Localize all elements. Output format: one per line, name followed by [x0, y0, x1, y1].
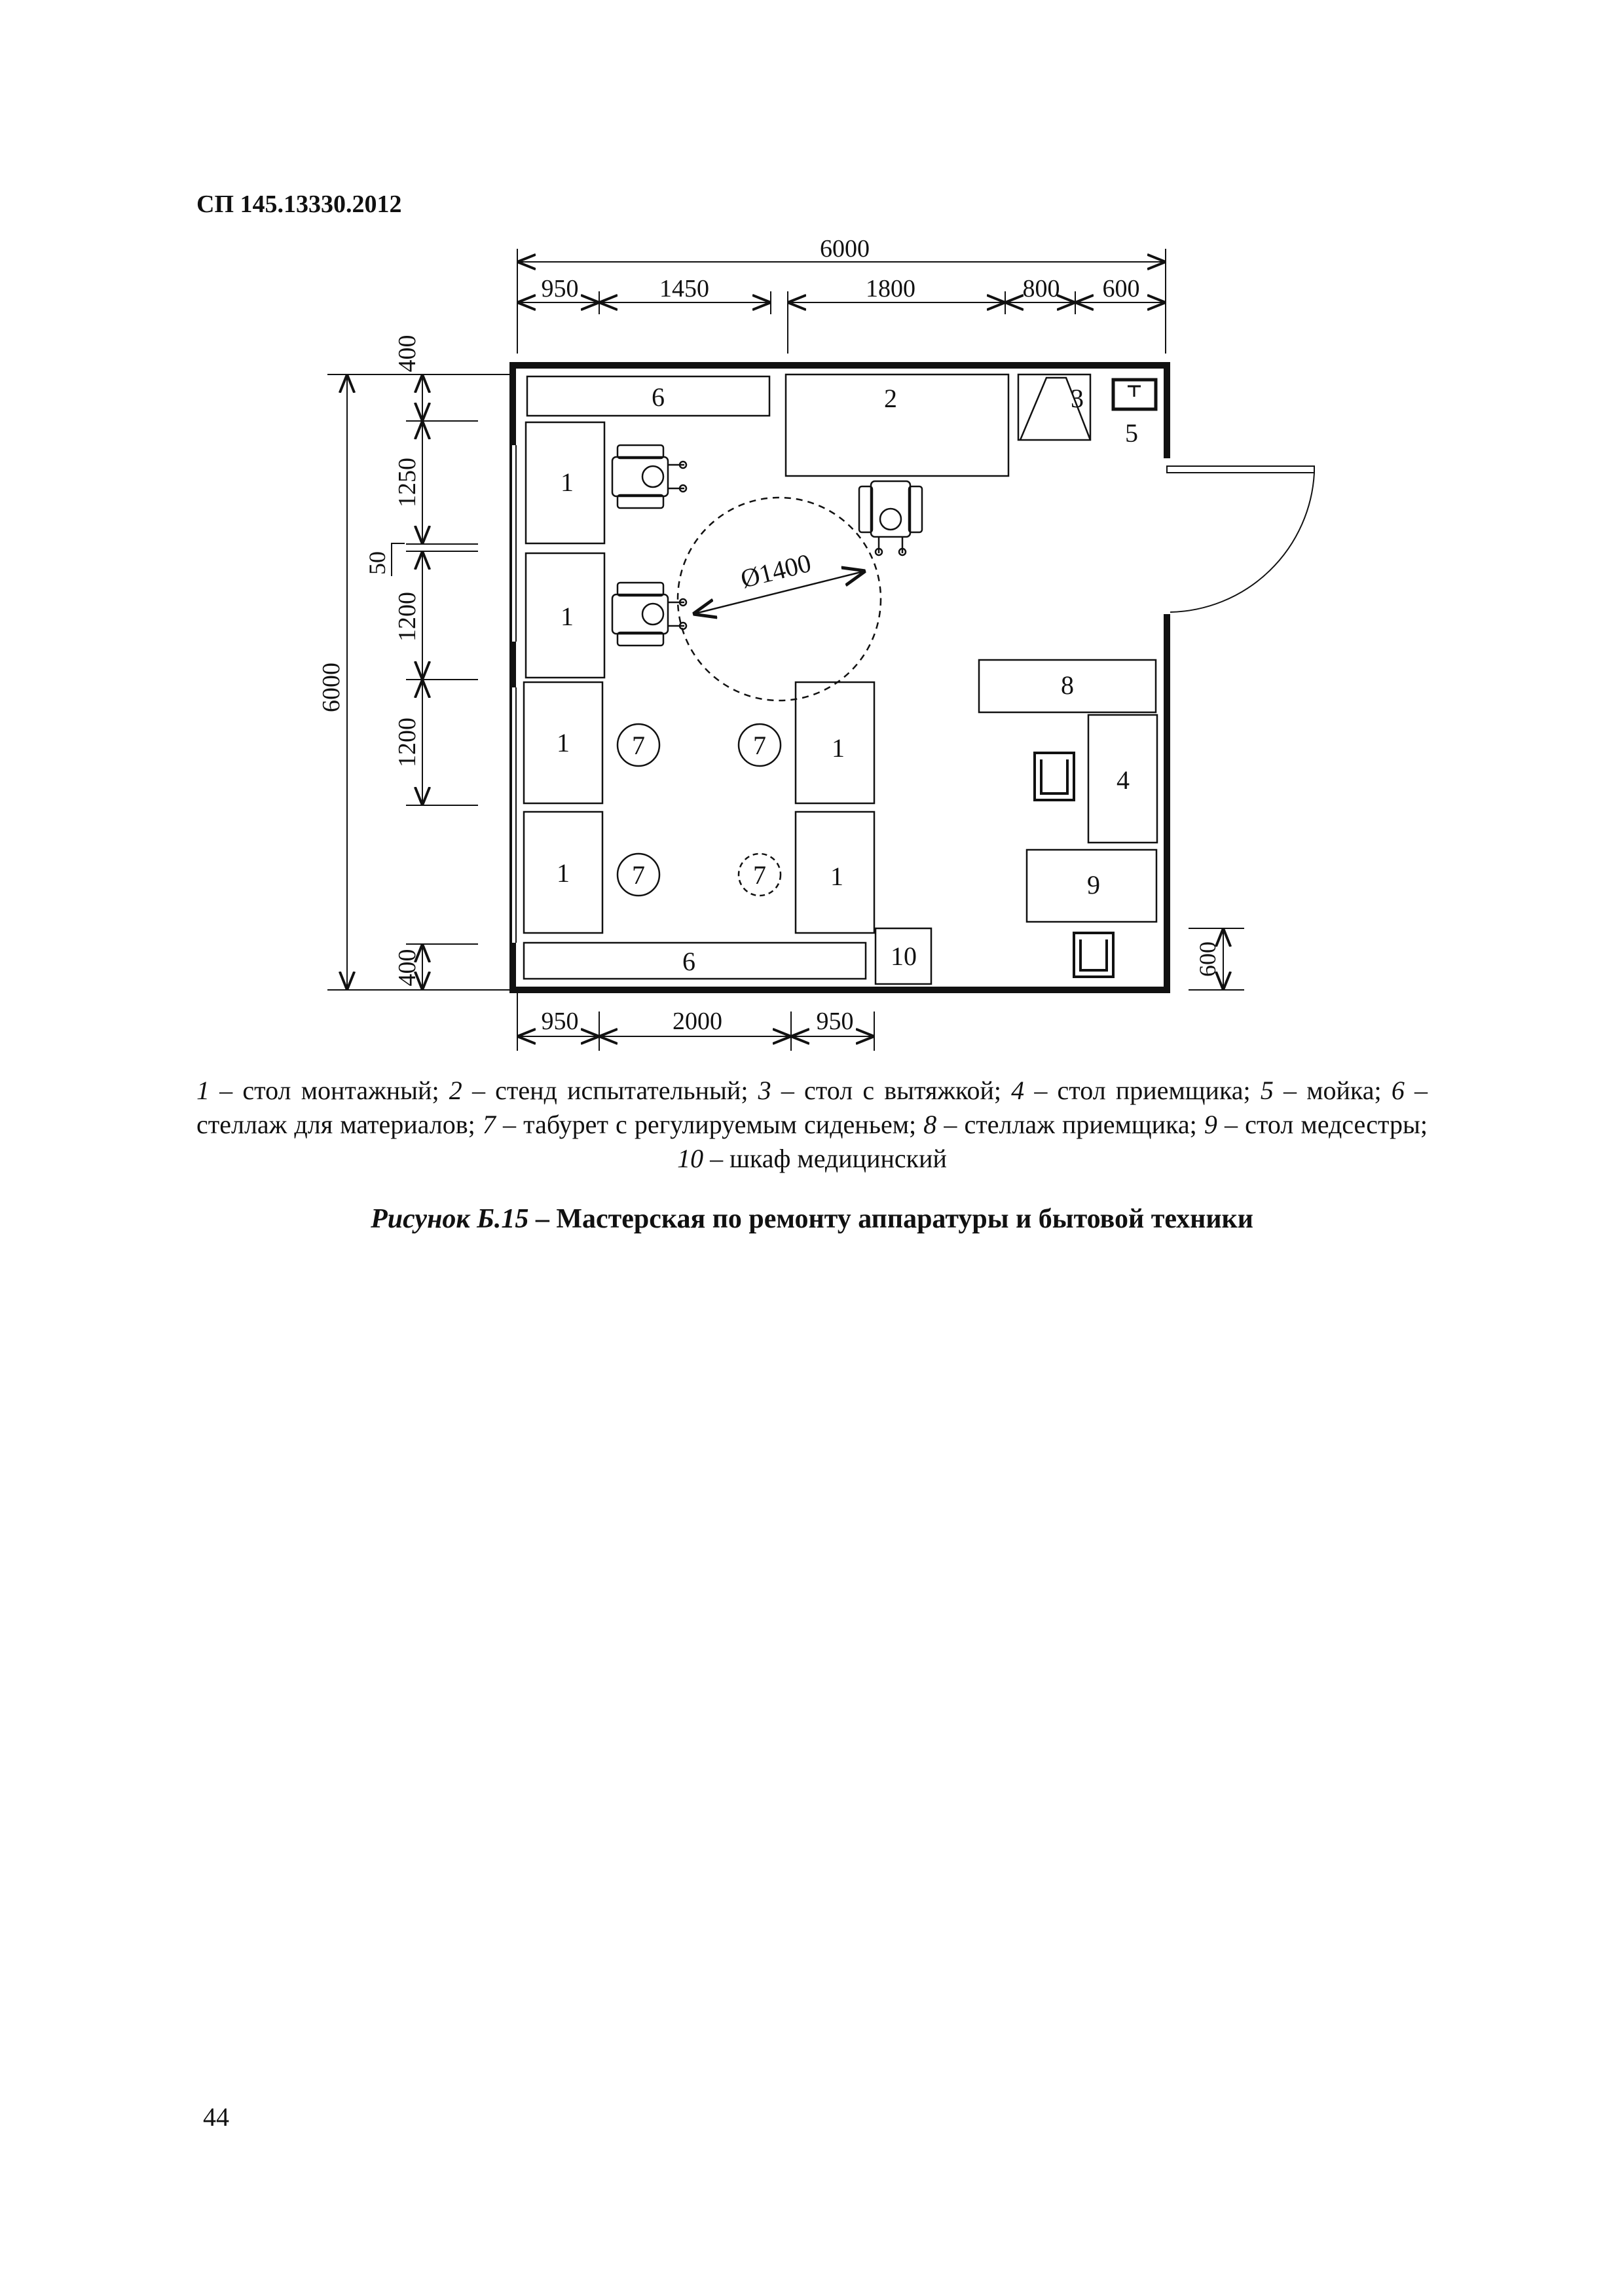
label-stool-d: 7: [753, 860, 766, 890]
document-header: СП 145.13330.2012: [196, 191, 402, 218]
dim-left-1200-b: 1200: [394, 718, 421, 767]
legend-text-10: – шкаф медицинский: [703, 1144, 947, 1173]
turning-circle: [676, 496, 882, 702]
label-medical-cabinet: 10: [891, 941, 917, 971]
hood-shape: [1019, 376, 1092, 441]
right-dimension: [1189, 928, 1244, 991]
label-sink: 5: [1125, 418, 1138, 448]
label-shelf-bottom: 6: [682, 947, 695, 976]
chairs: [1033, 752, 1115, 978]
bottom-dimensions: [517, 992, 875, 1051]
stool-c: [616, 852, 661, 897]
figure-separator: –: [528, 1204, 557, 1234]
stool-a: [616, 723, 661, 767]
test-stand-outer: [784, 373, 1010, 477]
dim-left-1250: 1250: [394, 458, 421, 507]
legend-num-7: 7: [482, 1110, 496, 1139]
entrance-door: [1166, 465, 1315, 613]
legend-text-2: – стенд испытательный;: [462, 1076, 758, 1105]
legend-text-5: – мойка;: [1273, 1076, 1392, 1105]
legend-num-1: 1: [196, 1076, 210, 1105]
label-table-a: 1: [561, 467, 574, 497]
dim-top-800: 800: [1023, 275, 1060, 302]
dim-left-1200-a: 1200: [394, 592, 421, 642]
dim-bottom-2000: 2000: [673, 1008, 722, 1035]
wheelchair-c-icon: [858, 480, 923, 556]
legend-num-9: 9: [1204, 1110, 1217, 1139]
label-stool-c: 7: [632, 860, 645, 890]
page-number: 44: [203, 2102, 229, 2132]
wheelchair-a-icon: [611, 444, 688, 509]
medical-cabinet: [874, 927, 932, 985]
dim-top-overall: 6000: [820, 235, 870, 263]
label-shelf-top: 6: [652, 382, 665, 412]
top-dimensions: [517, 249, 1166, 354]
label-nurse-table: 9: [1087, 870, 1100, 900]
label-table-b: 1: [561, 602, 574, 631]
label-hood-table: 3: [1071, 384, 1084, 413]
legend-text-4: – стол приемщика;: [1024, 1076, 1261, 1105]
legend-num-10: 10: [677, 1144, 704, 1173]
figure-label: Рисунок Б.15: [371, 1204, 529, 1234]
receiver-table: [1087, 714, 1158, 844]
legend-num-8: 8: [923, 1110, 937, 1139]
stool-d: [737, 852, 782, 897]
label-table-e: 1: [832, 733, 845, 763]
dim-left-overall: 6000: [318, 663, 345, 712]
figure-title: Рисунок Б.15 – Мастерская по ремонту апп…: [196, 1203, 1428, 1235]
legend-num-2: 2: [449, 1076, 462, 1105]
assembly-table-d: [523, 811, 604, 934]
label-table-d: 1: [557, 858, 570, 888]
left-dimensions: [327, 374, 511, 991]
assembly-table-c: [523, 681, 604, 805]
figure-legend: 1 – стол монтажный; 2 – стенд испытатель…: [196, 1074, 1428, 1176]
furniture-labels: 6 2 3 5 1 1 1 1 1 1 7 7 7 7 8 4 9 6 10: [557, 382, 1138, 976]
legend-text-9: – стол медсестры;: [1217, 1110, 1428, 1139]
legend-text-1: – стол монтажный;: [210, 1076, 449, 1105]
dim-left-400-bottom: 400: [394, 949, 421, 987]
furniture: [523, 373, 1158, 985]
legend-num-6: 6: [1391, 1076, 1405, 1105]
dim-bottom-950-a: 950: [542, 1008, 579, 1035]
assembly-table-a: [525, 421, 606, 545]
figure-title-text: Мастерская по ремонту аппаратуры и бытов…: [556, 1204, 1253, 1234]
label-test-stand: 2: [884, 384, 897, 413]
label-stool-b: 7: [753, 731, 766, 760]
stool-b: [737, 723, 782, 767]
stools: [616, 723, 782, 897]
label-table-c: 1: [557, 728, 570, 757]
legend-text-7: – табурет с регулируемым сиденьем;: [495, 1110, 924, 1139]
dim-left-400-top: 400: [394, 335, 421, 373]
nurse-table: [1025, 848, 1158, 923]
label-table-f: 1: [830, 862, 843, 891]
receiver-rack: [978, 659, 1157, 714]
shelf-bottom: [523, 941, 867, 980]
assembly-table-e: [794, 681, 876, 805]
dim-left-50: 50: [364, 551, 390, 575]
assembly-table-b: [525, 552, 606, 679]
label-receiver-table: 4: [1116, 765, 1130, 795]
legend-text-3: – стол с вытяжкой;: [771, 1076, 1012, 1105]
label-receiver-rack: 8: [1061, 670, 1074, 700]
legend-num-4: 4: [1011, 1076, 1025, 1105]
wheelchair-b-icon: [611, 581, 688, 647]
dim-top-1800: 1800: [866, 275, 915, 302]
sink-tap-icon: [1128, 385, 1141, 397]
label-stool-a: 7: [632, 731, 645, 760]
legend-num-3: 3: [758, 1076, 771, 1105]
dim-top-1450: 1450: [659, 275, 709, 302]
chair-nurse-icon: [1073, 932, 1115, 978]
legend-text-8: – стеллаж приемщика;: [936, 1110, 1204, 1139]
shelf-top: [526, 375, 771, 417]
dim-right-600: 600: [1194, 941, 1221, 977]
assembly-table-f: [794, 811, 876, 934]
chair-receiver-icon: [1033, 752, 1075, 801]
dim-top-600: 600: [1103, 275, 1140, 302]
room-walls: [509, 362, 1170, 993]
dim-top-950: 950: [542, 275, 579, 302]
dim-bottom-950-b: 950: [817, 1008, 854, 1035]
legend-text-6: – стеллаж для материалов;: [196, 1076, 1428, 1139]
legend-num-5: 5: [1260, 1076, 1274, 1105]
